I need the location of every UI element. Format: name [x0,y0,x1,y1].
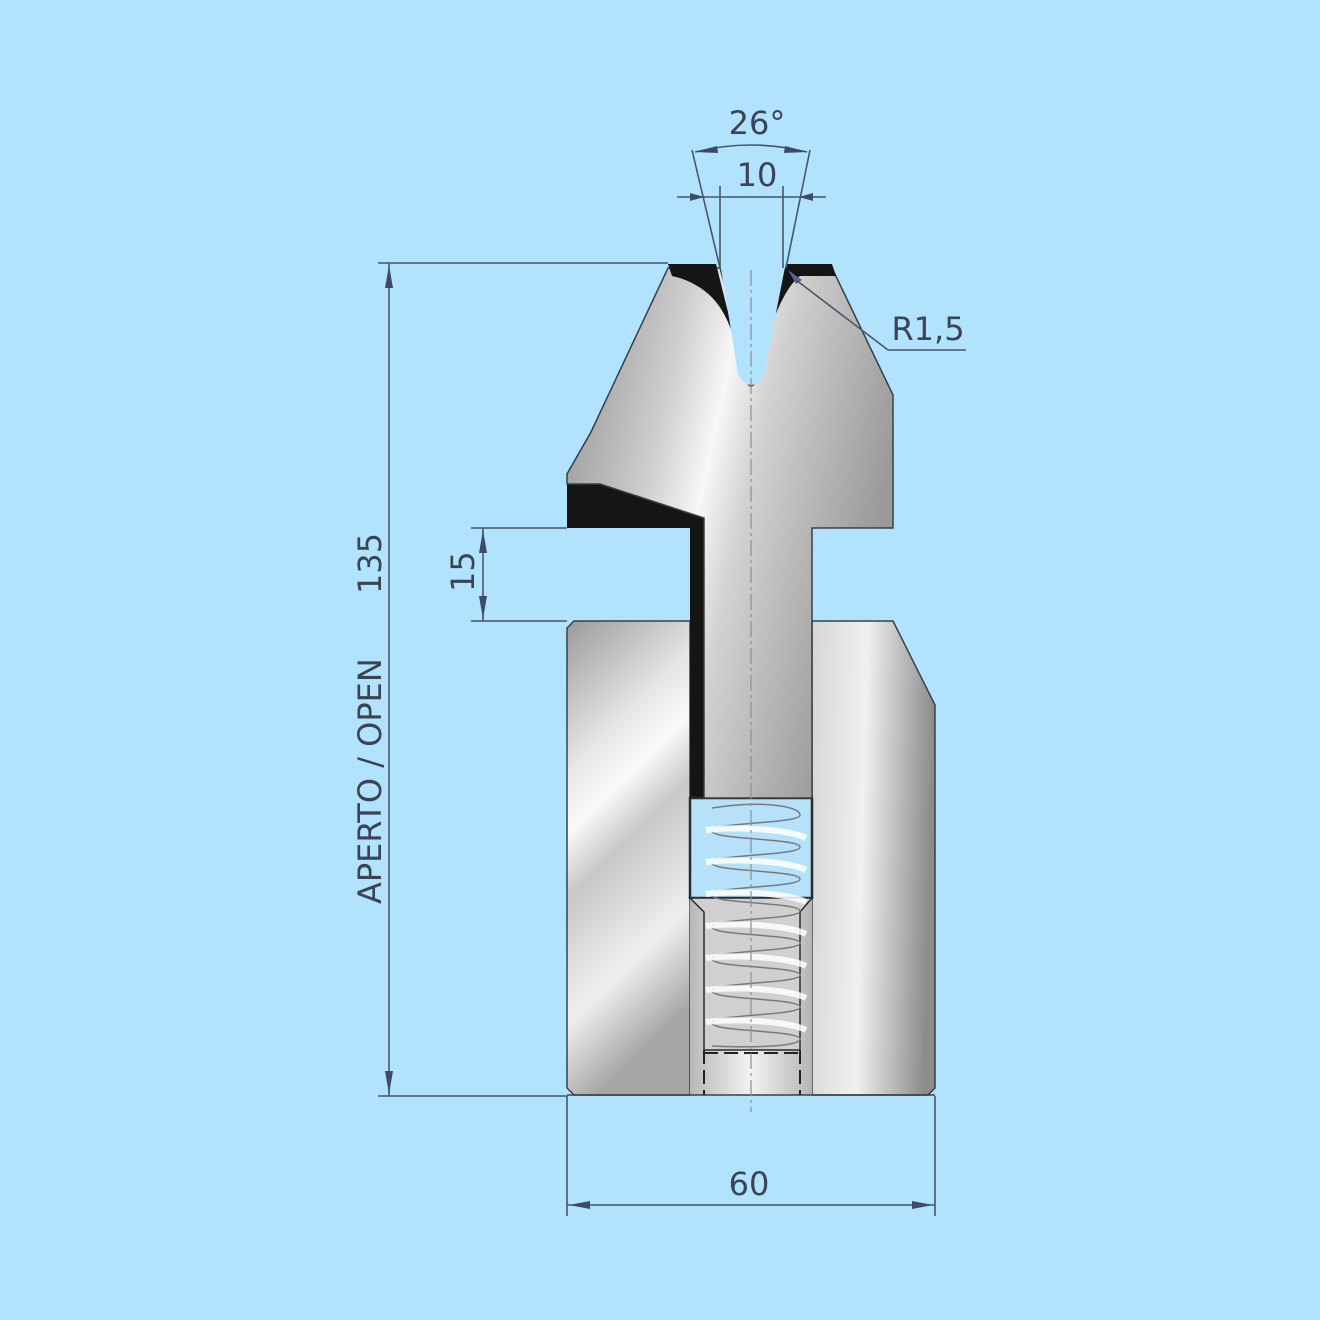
radius-label: R1,5 [891,310,964,348]
dim-angle: 26° [691,104,811,269]
width-label: 60 [729,1165,770,1203]
angle-label: 26° [729,104,786,142]
dim-v-opening: 10 [677,156,826,268]
dim-width: 60 [566,1096,936,1216]
holder-right-block [811,620,936,1096]
dim-height: APERTO / OPEN 135 [351,262,668,1097]
stroke-label: 15 [444,551,482,592]
top-land-left [668,264,740,360]
dim-radius: R1,5 [795,279,966,351]
height-note: APERTO / OPEN [351,658,389,904]
slot-left [690,528,704,798]
spring [705,803,808,1048]
holder-left-block [566,620,691,1096]
height-label: 135 [351,533,389,594]
upper-die [566,262,894,799]
dim-stroke: 15 [444,527,567,622]
v-opening-label: 10 [737,156,778,194]
v-groove [720,262,786,385]
left-shoulder-black [567,484,704,528]
